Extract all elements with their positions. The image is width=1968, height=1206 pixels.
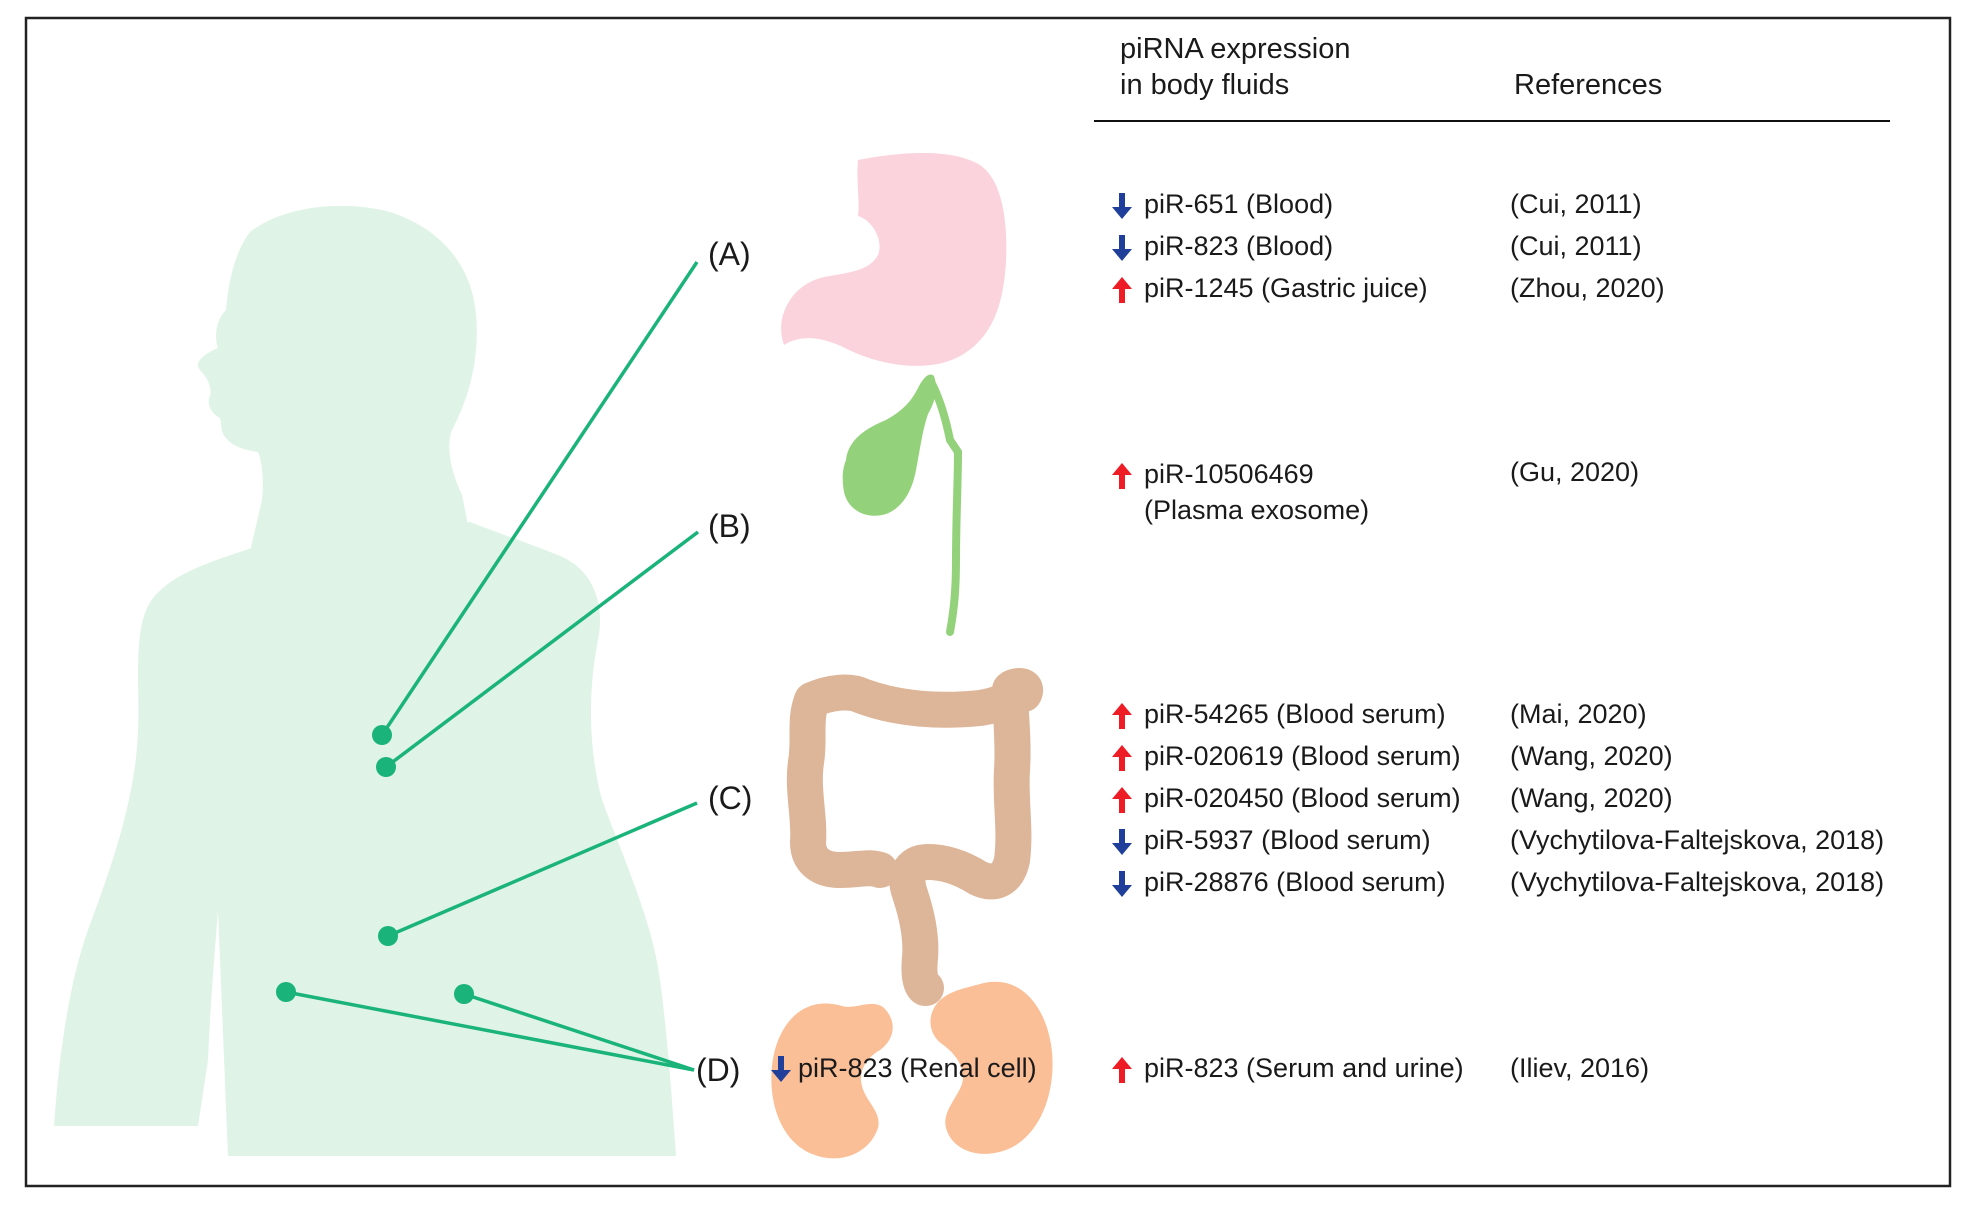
connector-b (384, 530, 700, 769)
kidney-note-text: piR-823 (Renal cell) (798, 1053, 1037, 1083)
group-a-row-2-text: piR-823 (Blood) (1144, 231, 1334, 261)
group-a-row-1-arrow-icon (1111, 192, 1133, 220)
dot-a (372, 725, 392, 745)
group-c-row-1-arrow-icon (1111, 702, 1133, 730)
group-c-row-4-text: piR-5937 (Blood serum) (1144, 825, 1431, 855)
connector-c (387, 801, 698, 938)
group-a-row-2-arrow-icon (1111, 234, 1133, 262)
kidney-right-illustration (930, 981, 1053, 1154)
label-C: (C) (708, 780, 753, 816)
group-a-row-3-text: piR-1245 (Gastric juice) (1144, 273, 1428, 303)
dot-d-2 (454, 984, 474, 1004)
gallbladder-illustration (842, 374, 936, 516)
label-D: (D) (696, 1052, 741, 1088)
group-c-row-1-reference: (Mai, 2020) (1510, 699, 1647, 729)
connector-d-2 (463, 992, 695, 1072)
colon-illustration (786, 668, 1043, 1006)
group-b-row-1-arrow-icon (1111, 462, 1133, 490)
group-a-row-1-reference: (Cui, 2011) (1510, 189, 1642, 219)
connector-a (380, 261, 699, 736)
human-body-silhouette (54, 205, 676, 1156)
group-c-row-2-arrow-icon (1111, 744, 1133, 772)
group-c-row-5-reference: (Vychytilova-Faltejskova, 2018) (1510, 867, 1885, 897)
arrow-down-icon (770, 1055, 792, 1083)
kidney-left-illustration (771, 1003, 893, 1159)
group-d-row-1-text: piR-823 (Serum and urine) (1144, 1053, 1464, 1083)
stomach-illustration (781, 153, 1007, 366)
group-a-row-3-arrow-icon (1111, 276, 1133, 304)
header-expression-line2: in body fluids (1120, 69, 1290, 101)
group-c-row-3-reference: (Wang, 2020) (1510, 783, 1673, 813)
group-c-row-3-arrow-icon (1111, 786, 1133, 814)
header-expression-line1: piRNA expression (1120, 33, 1351, 65)
group-c-row-2-text: piR-020619 (Blood serum) (1144, 741, 1461, 771)
head-silhouette (197, 205, 477, 560)
connector-lines (276, 261, 700, 1072)
group-c-row-3-text: piR-020450 (Blood serum) (1144, 783, 1461, 813)
group-b-row-1-text2: (Plasma exosome) (1144, 495, 1370, 525)
torso-silhouette (54, 522, 676, 1156)
connector-d-1 (285, 990, 695, 1072)
group-d-row-1-reference: (Iliev, 2016) (1510, 1053, 1650, 1083)
label-B: (B) (708, 508, 751, 544)
group-b-row-1-reference: (Gu, 2020) (1510, 457, 1640, 487)
group-b-row-1-text: piR-10506469 (1144, 459, 1314, 489)
dot-b (376, 757, 396, 777)
group-c-row-5-arrow-icon (1111, 870, 1133, 898)
dot-c (378, 926, 398, 946)
group-a-row-1-text: piR-651 (Blood) (1144, 189, 1334, 219)
group-a-row-2-reference: (Cui, 2011) (1510, 231, 1642, 261)
group-c-row-5-text: piR-28876 (Blood serum) (1144, 867, 1446, 897)
group-c-row-1-text: piR-54265 (Blood serum) (1144, 699, 1446, 729)
group-c-row-4-reference: (Vychytilova-Faltejskova, 2018) (1510, 825, 1885, 855)
group-c-row-4-arrow-icon (1111, 828, 1133, 856)
group-a-row-3-reference: (Zhou, 2020) (1510, 273, 1665, 303)
group-d-row-1-arrow-icon (1111, 1056, 1133, 1084)
header-references: References (1514, 69, 1663, 101)
bile-duct-illustration (926, 376, 963, 636)
dot-d-1 (276, 982, 296, 1002)
label-A: (A) (708, 236, 751, 272)
group-c-row-2-reference: (Wang, 2020) (1510, 741, 1673, 771)
